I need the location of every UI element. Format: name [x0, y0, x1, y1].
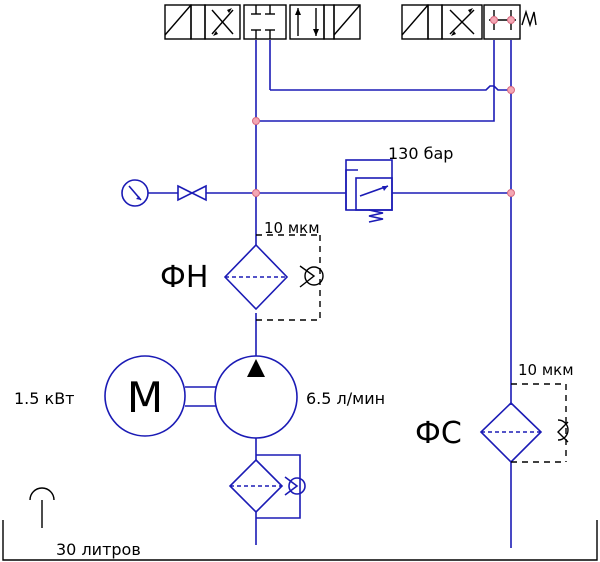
check-valve-icon: [557, 419, 569, 443]
filter-right-name: ФС: [415, 416, 462, 451]
junction-node: [252, 117, 260, 125]
motor: M 1.5 кВт: [14, 355, 216, 437]
junction-node: [507, 16, 515, 24]
motor-symbol: M: [127, 373, 163, 422]
relief-valve: 130 бар: [345, 144, 453, 223]
motor-power-label: 1.5 кВт: [14, 389, 75, 408]
shutoff-valve-icon: [177, 184, 207, 202]
check-valve-icon: [299, 265, 324, 288]
pressure-lines: [148, 40, 512, 548]
junction-node: [507, 189, 515, 197]
pump: 6.5 л/мин: [214, 355, 385, 439]
junction-node: [507, 86, 515, 94]
check-valve-icon: [284, 476, 306, 496]
pressure-gauge-icon: [121, 179, 149, 207]
directional-valve-right: [401, 4, 537, 40]
filter-top-name: ФН: [160, 260, 208, 295]
pressure-setting-label: 130 бар: [388, 144, 453, 163]
pump-flow-label: 6.5 л/мин: [306, 389, 385, 408]
tank-breather-icon: [29, 487, 55, 501]
tank: [2, 487, 598, 561]
filter-top-rating: 10 мкм: [264, 219, 320, 237]
directional-valve-left: [164, 4, 361, 40]
junctions: [252, 16, 515, 197]
pressure-filter: 10 мкм ФН: [160, 219, 324, 321]
tank-volume-label: 30 литров: [56, 540, 141, 559]
return-filter: 10 мкм ФС: [415, 361, 574, 464]
junction-node: [490, 16, 498, 24]
suction-filter: [228, 454, 306, 519]
filter-right-rating: 10 мкм: [518, 361, 574, 379]
junction-node: [252, 189, 260, 197]
